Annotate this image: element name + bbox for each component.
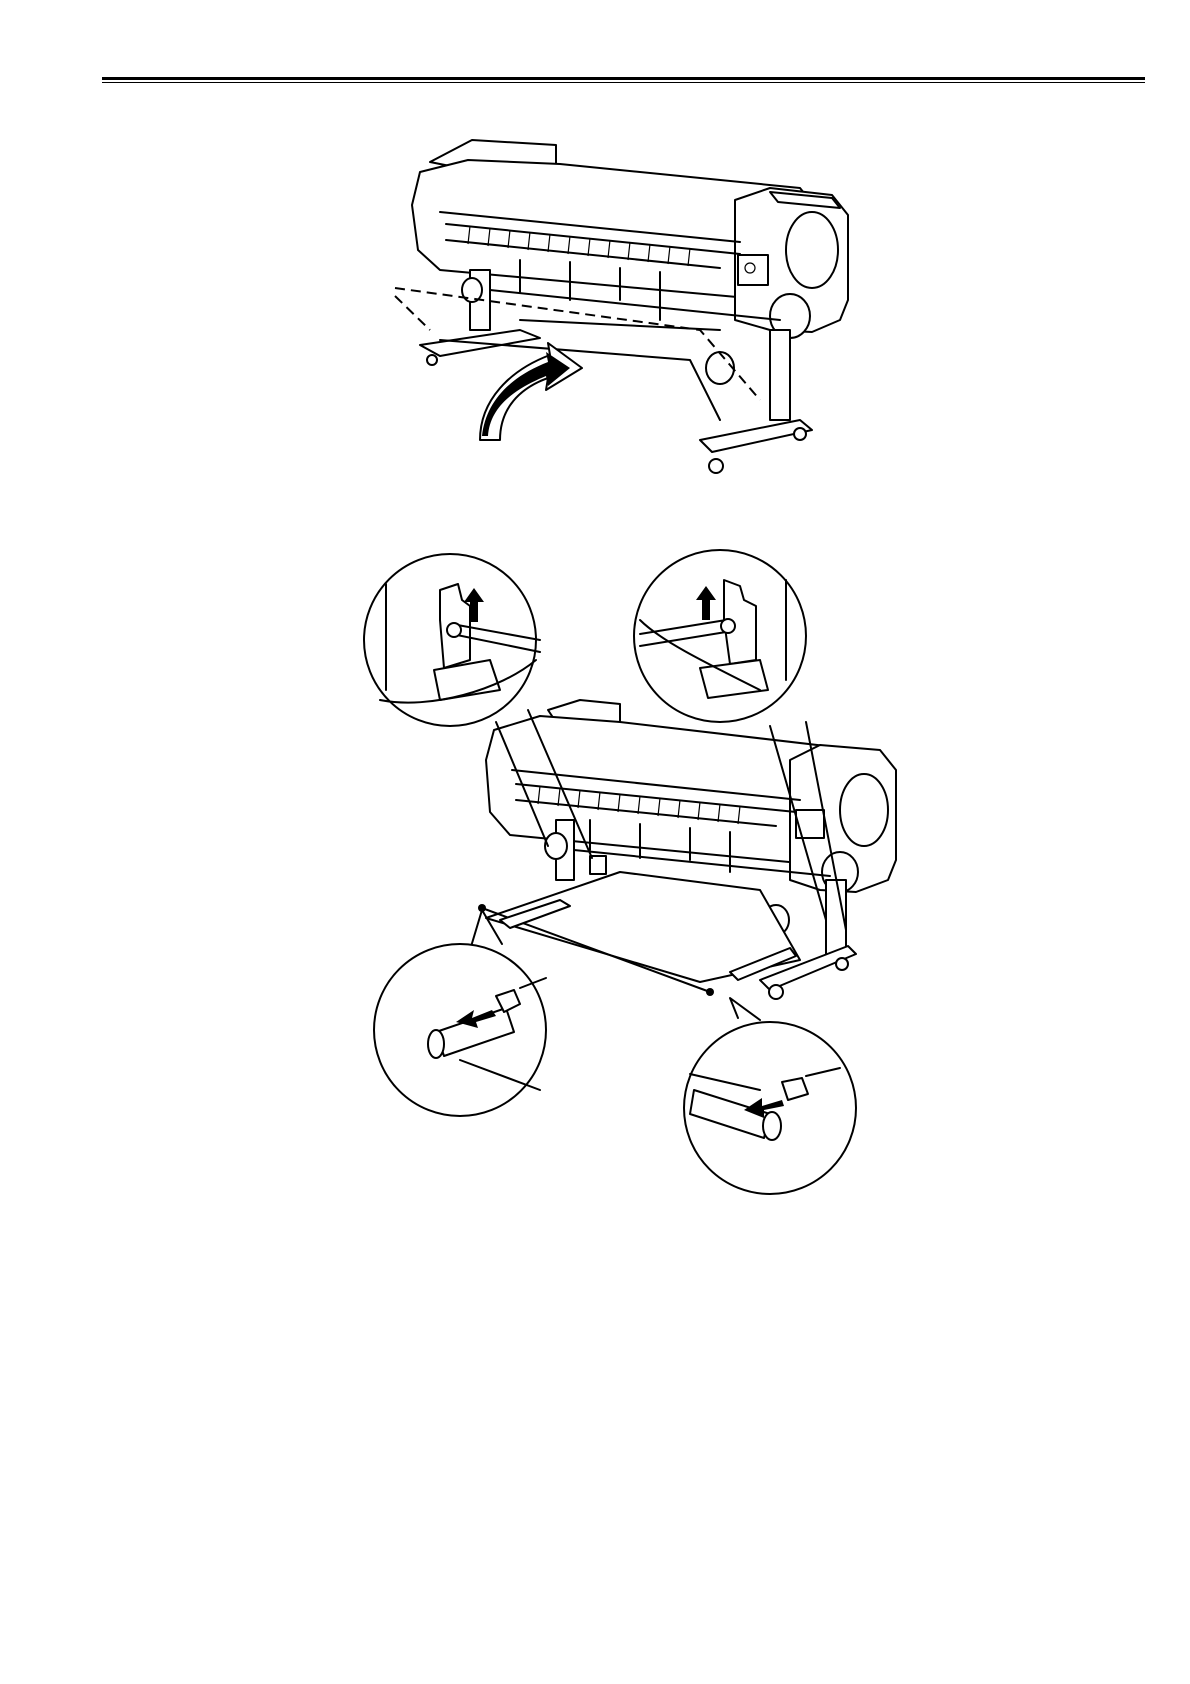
figure-2-basket-rod-removal xyxy=(364,550,896,1194)
caster-icon xyxy=(769,985,783,999)
spindle-knob-right xyxy=(706,352,734,384)
callout-rod-end-right xyxy=(684,1022,856,1194)
figure-1-printer-basket-fold xyxy=(395,140,848,473)
caster-icon xyxy=(836,958,848,970)
rod-end-icon xyxy=(721,619,735,633)
caster-icon xyxy=(794,428,806,440)
callout-holder-unlock-left xyxy=(364,554,540,726)
roll-cover-large xyxy=(840,774,888,846)
roll-cover-large xyxy=(786,212,838,288)
rod-end-cap-icon xyxy=(428,1030,444,1058)
control-panel xyxy=(738,255,768,285)
rod-end-cap-icon xyxy=(763,1112,781,1140)
callout-rod-end-left xyxy=(374,944,546,1116)
basket-rod xyxy=(440,340,720,420)
basket-cloth-edge xyxy=(520,320,720,330)
caster-icon xyxy=(709,459,723,473)
callout-holder-unlock-right xyxy=(634,550,806,722)
basket-dashed-arm xyxy=(395,296,430,330)
stand-leg-right xyxy=(770,330,790,420)
caster-icon xyxy=(427,355,437,365)
callout-pointer-right-bottom xyxy=(730,998,760,1020)
rod-end-icon xyxy=(447,623,461,637)
rod-end-right-icon xyxy=(706,988,714,996)
fold-direction-arrow-icon xyxy=(480,343,582,440)
